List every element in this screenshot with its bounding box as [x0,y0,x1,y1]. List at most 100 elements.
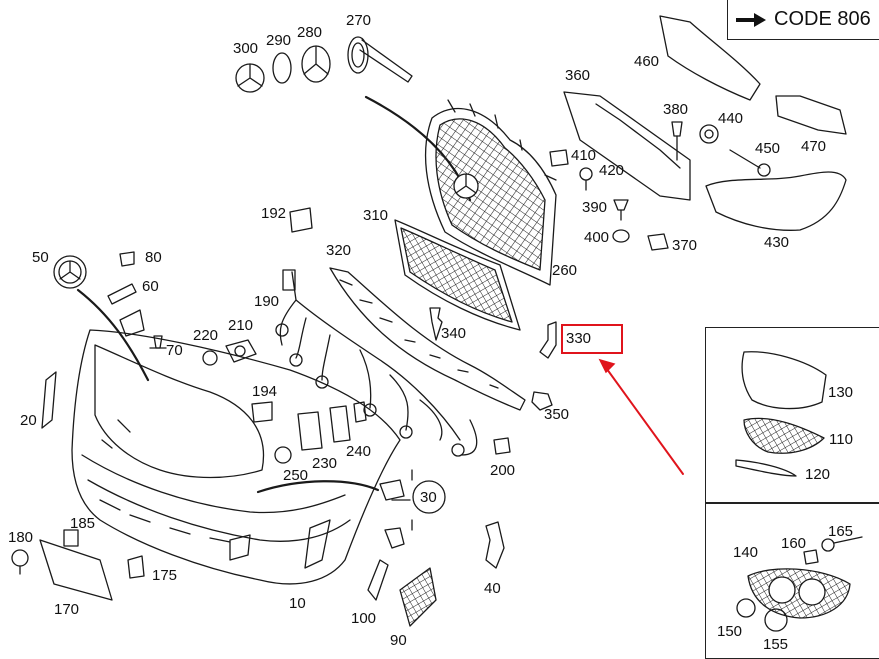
bolt-380 [671,121,683,161]
clip-340 [429,307,443,341]
bracket-240 [329,401,367,443]
grille-110 [743,417,825,454]
connector-192 [289,207,313,233]
clip-390 [613,199,629,221]
part-label-150: 150 [717,623,743,640]
part-label-20: 20 [20,412,37,429]
sensor-250 [274,446,292,464]
part-label-320: 320 [326,242,352,259]
harness-190 [275,269,478,457]
clip-175 [127,555,145,579]
part-label-280: 280 [297,24,323,41]
part-label-194: 194 [252,383,278,400]
part-label-40: 40 [484,580,501,597]
nut-440 [699,124,719,144]
part-label-50: 50 [32,249,49,266]
screw-180 [11,549,29,575]
ring-155 [764,608,788,632]
callout-arrow-head [598,358,616,374]
grille-260 [424,99,557,286]
sensor-210 [225,339,257,363]
bracket-60b [119,309,145,337]
lower-grille-310 [394,219,521,331]
star-mount-270 [347,36,413,83]
part-label-155: 155 [763,636,789,653]
sensor-230 [297,411,323,451]
part-label-300: 300 [233,40,259,57]
part-label-470: 470 [801,138,827,155]
emblem-star-300 [235,63,265,93]
part-label-460: 460 [634,53,660,70]
bracket-470 [775,95,847,135]
part-label-30: 30 [420,489,437,506]
part-label-360: 360 [565,67,591,84]
part-label-450: 450 [755,140,781,157]
part-label-70: 70 [166,342,183,359]
inset-panel-top [705,327,879,503]
emblem-280 [301,45,331,83]
grommet-400 [612,229,630,243]
clip-370 [647,233,669,251]
part-label-240: 240 [346,443,372,460]
part-label-250: 250 [283,467,309,484]
part-label-165: 165 [828,523,854,540]
seal-ring-290 [272,52,292,84]
part-label-340: 340 [441,325,467,342]
part-label-260: 260 [552,262,578,279]
bracket-60 [107,283,137,305]
part-label-10: 10 [289,595,306,612]
ring-150 [736,598,756,618]
screw-165 [821,536,863,552]
frame-130 [741,351,827,410]
part-label-60: 60 [142,278,159,295]
part-label-80: 80 [145,249,162,266]
trim-20 [41,371,57,429]
part-label-100: 100 [351,610,377,627]
emblem-50 [53,255,87,289]
part-label-140: 140 [733,544,759,561]
part-label-270: 270 [346,12,372,29]
trim-strip-320 [329,267,526,411]
part-label-120: 120 [805,466,831,483]
part-label-440: 440 [718,110,744,127]
part-label-170: 170 [54,601,80,618]
trim-100 [367,559,389,601]
arrow-right-icon [736,12,766,27]
part-label-230: 230 [312,455,338,472]
part-label-430: 430 [764,234,790,251]
part-label-90: 90 [390,632,407,649]
bracket-330 [539,321,557,359]
ring-220 [202,350,218,366]
bracket-40 [485,521,505,569]
part-label-210: 210 [228,317,254,334]
connector-194 [251,401,273,423]
clip-80 [119,251,135,267]
plate-bracket-170 [39,539,113,601]
part-label-160: 160 [781,535,807,552]
part-label-175: 175 [152,567,178,584]
trim-90 [399,567,437,627]
clip-185 [63,529,79,547]
part-label-380: 380 [663,101,689,118]
part-label-390: 390 [582,199,608,216]
absorber-430 [705,171,847,231]
clip-350 [531,391,553,411]
part-label-130: 130 [828,384,854,401]
part-label-370: 370 [672,237,698,254]
bracket-360 [563,91,691,201]
part-label-110: 110 [829,431,853,448]
part-label-400: 400 [584,229,610,246]
code-badge: CODE 806 [727,0,879,40]
clip-200 [493,437,511,455]
bumper-cover-10 [71,329,401,585]
code-label: CODE 806 [774,8,871,30]
bolt-450 [729,149,771,177]
part-label-180: 180 [8,529,34,546]
part-label-190: 190 [254,293,280,310]
part-label-350: 350 [544,406,570,423]
clip-410 [549,149,569,167]
highlight-box [561,324,623,354]
screw-420 [579,167,593,191]
clip-160 [803,549,819,565]
